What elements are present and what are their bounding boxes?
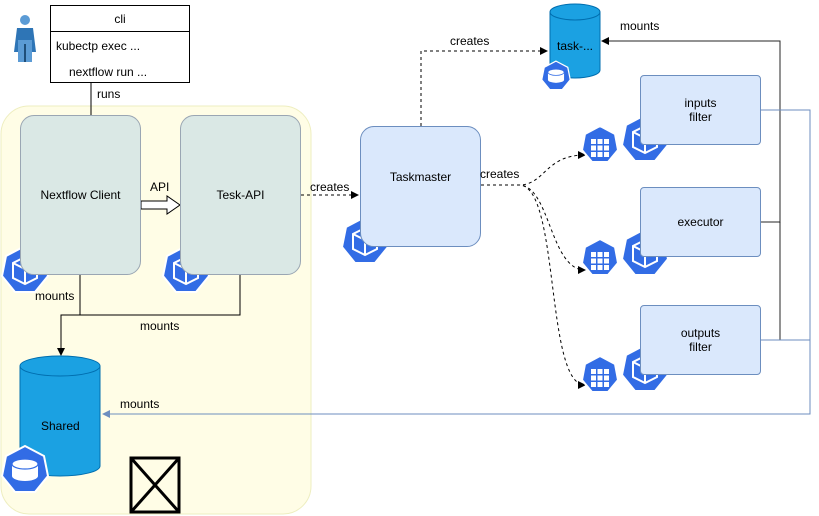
mounts-label: mounts — [140, 319, 180, 333]
mounts-label: mounts — [35, 289, 75, 303]
taskmaster-label: Taskmaster — [389, 169, 452, 184]
taskmaster-node[interactable]: Taskmaster — [360, 126, 481, 247]
executor-node[interactable]: executor — [640, 187, 761, 257]
kubernetes-job-icon — [581, 125, 619, 163]
mounts-shared-edge — [102, 109, 811, 418]
api-arrow — [140, 195, 181, 215]
outputs-filter-node[interactable]: outputs filter — [640, 305, 761, 375]
shared-label: Shared — [41, 419, 80, 433]
cli-divider — [51, 31, 189, 32]
creates-label: creates — [310, 180, 350, 194]
api-label: API — [150, 180, 170, 194]
kubernetes-job-icon — [581, 355, 619, 393]
inputs-filter-label: inputs filter — [684, 96, 717, 124]
mounts-api-edge — [80, 275, 241, 316]
creates-label: creates — [480, 167, 520, 181]
shared-cylinder — [19, 355, 101, 477]
kubernetes-job-icon — [581, 238, 619, 276]
cli-line-run: nextflow run ... — [69, 65, 148, 79]
task-db-label: task-... — [557, 39, 594, 53]
mounts-client-edge — [57, 275, 81, 356]
nextflow-client-node[interactable]: Nextflow Client — [20, 115, 141, 275]
creates-taskdb-edge — [420, 47, 548, 126]
tesk-api-label: Tesk-API — [216, 188, 265, 202]
cli-line-exec: kubectp exec ... — [56, 39, 141, 53]
user-icon — [14, 15, 36, 62]
outputs-filter-label: outputs filter — [680, 326, 721, 354]
executor-label: executor — [677, 215, 724, 229]
cross-box-icon — [129, 456, 181, 514]
creates-label: creates — [450, 34, 490, 48]
nextflow-client-label: Nextflow Client — [40, 188, 121, 202]
inputs-filter-node[interactable]: inputs filter — [640, 75, 761, 145]
creates-job-inputs-edge — [481, 151, 586, 186]
tesk-api-node[interactable]: Tesk-API — [180, 115, 301, 275]
creates-job-executor-edge — [481, 184, 586, 274]
mounts-label: mounts — [120, 397, 160, 411]
mounts-label: mounts — [620, 19, 660, 33]
creates-job-outputs-edge — [481, 184, 586, 389]
cli-box: cli kubectp exec ... nextflow run ... — [50, 5, 190, 83]
runs-label: runs — [97, 87, 121, 101]
cli-title: cli — [114, 12, 126, 26]
